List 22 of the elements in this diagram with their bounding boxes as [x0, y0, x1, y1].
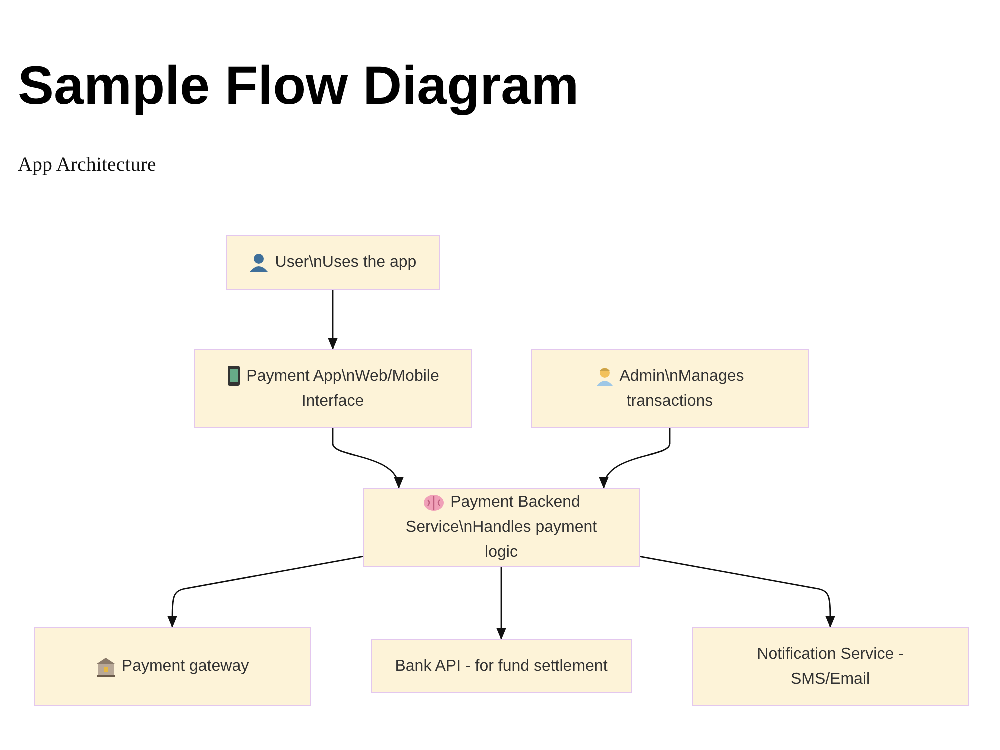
diagram-title: Sample Flow Diagram	[18, 55, 580, 118]
box-label: Bank API - for fund settlement	[395, 656, 608, 676]
box-label: Notification Service - SMS/Email	[756, 644, 905, 690]
box-label: Payment Backend Service\nHandles payment logic	[404, 492, 598, 563]
process-box	[226, 235, 440, 290]
process-box	[531, 349, 809, 428]
arrow	[328, 290, 338, 350]
process-box	[34, 627, 311, 706]
process-box	[194, 349, 472, 428]
box-label: User\nUses the app	[249, 250, 417, 275]
process-box	[371, 639, 632, 693]
process-box	[363, 488, 640, 567]
box-label: Admin\nManages transactions	[560, 364, 780, 414]
arrow	[640, 556, 836, 628]
process-box	[692, 627, 969, 706]
arrow	[168, 556, 364, 628]
arrow	[332, 428, 402, 489]
box-label: Payment gateway	[96, 654, 250, 679]
arrow	[600, 428, 671, 489]
box-label: Payment App\nWeb/Mobile Interface	[223, 364, 443, 414]
arrow	[496, 567, 506, 640]
subtitle: App Architecture	[18, 153, 156, 178]
